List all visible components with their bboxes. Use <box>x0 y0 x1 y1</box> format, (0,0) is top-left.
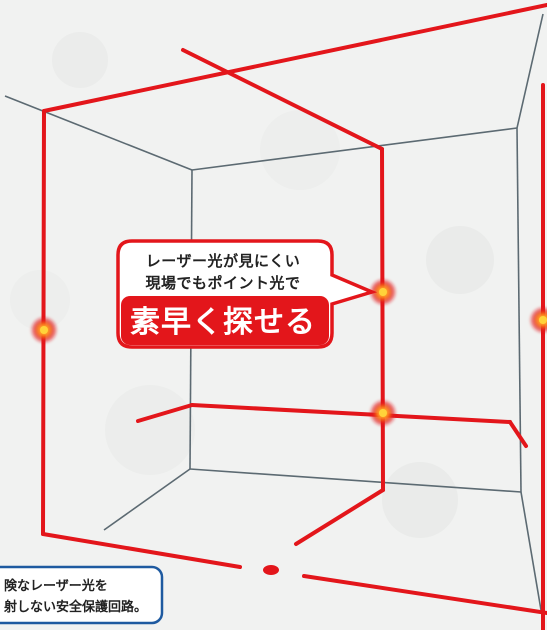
callout-bubble <box>116 239 378 349</box>
callout-line1: レーザー光が見にくい <box>145 252 301 270</box>
safety-note-box <box>0 565 164 625</box>
callout: レーザー光が見にくい 現場でもポイント光で 素早く探せる <box>118 241 343 347</box>
safety-note: 険なレーザー光を 射しない安全保護回路。 <box>0 567 162 623</box>
wall-texture <box>10 32 494 538</box>
safety-line1: 険なレーザー光を <box>4 579 108 594</box>
laser-point-center-lower <box>369 399 397 427</box>
laser-points <box>30 278 547 427</box>
safety-line2: 射しない安全保護回路。 <box>4 600 148 615</box>
laser-point-center-upper <box>369 278 397 306</box>
laser-point-left <box>30 316 58 344</box>
floor-laser-dot <box>263 565 279 575</box>
laser-lines <box>41 3 547 630</box>
laser-point-right <box>529 306 547 334</box>
callout-line2: 現場でもポイント光で <box>145 274 301 292</box>
callout-highlight: 素早く探せる <box>130 305 316 340</box>
